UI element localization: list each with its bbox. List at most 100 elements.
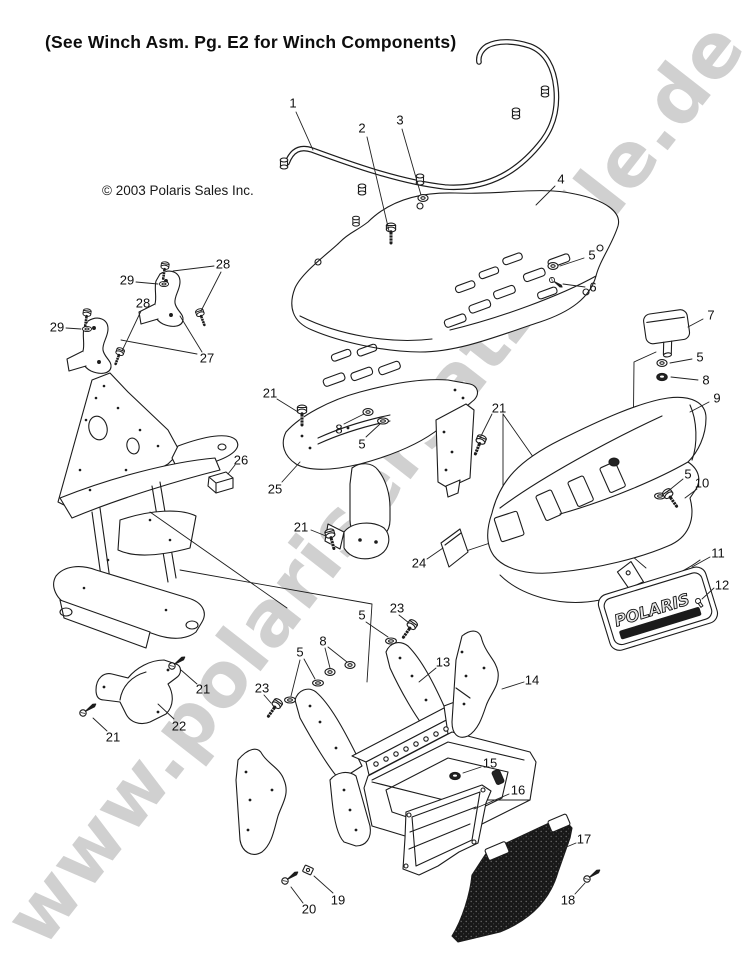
leader-line-8 bbox=[324, 647, 331, 669]
callout-22: 22 bbox=[171, 718, 187, 734]
leader-line-9 bbox=[689, 401, 710, 413]
leader-line-5 bbox=[666, 478, 684, 493]
leader-line-23 bbox=[398, 614, 410, 624]
leader-line-13 bbox=[418, 667, 437, 683]
leader-line-5 bbox=[303, 658, 316, 680]
polaris-front-panel: POLARIS bbox=[597, 560, 719, 651]
leader-line-26 bbox=[227, 464, 236, 475]
leader-line-5 bbox=[559, 257, 585, 267]
side-panel-right bbox=[451, 630, 499, 738]
leader-line-20 bbox=[290, 886, 304, 904]
leader-line-5 bbox=[669, 358, 693, 364]
callout-12: 12 bbox=[714, 577, 730, 593]
callout-5: 5 bbox=[296, 644, 304, 660]
callout-17: 17 bbox=[576, 831, 592, 847]
callout-23: 23 bbox=[389, 600, 405, 616]
callout-10: 10 bbox=[694, 475, 710, 491]
leader-line-8 bbox=[343, 413, 365, 425]
page-title: (See Winch Asm. Pg. E2 for Winch Compone… bbox=[45, 32, 457, 52]
callout-9: 9 bbox=[713, 390, 721, 406]
callout-11: 11 bbox=[711, 545, 725, 561]
leader-line-28 bbox=[121, 310, 142, 352]
leader-line-25 bbox=[281, 461, 301, 483]
callout-5: 5 bbox=[684, 466, 692, 482]
callout-21: 21 bbox=[195, 681, 211, 697]
leader-line-10 bbox=[684, 488, 698, 499]
callout-21: 21 bbox=[491, 400, 507, 416]
callout-20: 20 bbox=[301, 901, 317, 917]
leader-line-5 bbox=[365, 621, 389, 638]
leader-line-8 bbox=[327, 646, 348, 663]
lower-bracket bbox=[95, 659, 182, 725]
leader-line-14 bbox=[501, 681, 525, 690]
leader-line-1 bbox=[295, 111, 314, 151]
grille-frame bbox=[402, 784, 492, 876]
model-badge bbox=[619, 607, 702, 640]
callout-28: 28 bbox=[215, 256, 231, 272]
callout-5: 5 bbox=[588, 247, 596, 263]
callout-14: 14 bbox=[524, 672, 540, 688]
callout-2: 2 bbox=[358, 120, 366, 136]
leader-line-16 bbox=[473, 793, 510, 810]
callout-4: 4 bbox=[557, 171, 565, 187]
leader-line-2 bbox=[366, 136, 390, 232]
leader-line-15 bbox=[462, 766, 482, 774]
callout-24: 24 bbox=[411, 555, 427, 571]
callout-16: 16 bbox=[510, 782, 526, 798]
callout-5: 5 bbox=[358, 607, 366, 623]
callout-23: 23 bbox=[254, 680, 270, 696]
spacer-block bbox=[207, 471, 234, 494]
pod-7 bbox=[643, 309, 691, 358]
leader-line-11 bbox=[691, 556, 711, 568]
leader-line-18 bbox=[574, 882, 586, 895]
rack-extender-tube bbox=[279, 39, 560, 196]
side-panel-left bbox=[235, 748, 287, 855]
leader-lines bbox=[65, 111, 715, 904]
callout-29: 29 bbox=[49, 319, 65, 335]
leader-line-4 bbox=[535, 185, 556, 206]
leader-line-5 bbox=[290, 659, 301, 697]
callout-13: 13 bbox=[435, 654, 451, 670]
frame-weldment bbox=[53, 372, 239, 649]
leader-line-29 bbox=[65, 327, 82, 330]
callout-15: 15 bbox=[482, 755, 498, 771]
callout-5: 5 bbox=[696, 349, 704, 365]
mesh-screen bbox=[451, 813, 573, 943]
callout-21: 21 bbox=[293, 519, 309, 535]
leader-line-27 bbox=[179, 315, 203, 353]
plate-24 bbox=[440, 528, 469, 568]
leader-line-7 bbox=[687, 318, 704, 328]
leader-line-28 bbox=[200, 271, 222, 312]
leader-line-21 bbox=[92, 717, 108, 732]
leader-line-29 bbox=[135, 281, 159, 285]
callout-8: 8 bbox=[319, 633, 327, 649]
leader-line-3 bbox=[401, 128, 422, 196]
leader-line-28 bbox=[172, 265, 215, 272]
callout-6: 6 bbox=[589, 279, 597, 295]
callout-21: 21 bbox=[262, 385, 278, 401]
callout-29: 29 bbox=[119, 272, 135, 288]
callout-1: 1 bbox=[289, 95, 297, 111]
leader-line-27 bbox=[120, 339, 198, 355]
callout-25: 25 bbox=[267, 481, 283, 497]
leader-line-19 bbox=[313, 875, 334, 894]
callout-28: 28 bbox=[135, 295, 151, 311]
leader-line-12 bbox=[701, 587, 715, 600]
callout-21: 21 bbox=[105, 729, 121, 745]
callout-3: 3 bbox=[396, 112, 404, 128]
mounting-bracket-left bbox=[66, 317, 112, 374]
callout-18: 18 bbox=[560, 892, 576, 908]
leader-line-21 bbox=[180, 669, 198, 685]
callout-8: 8 bbox=[335, 421, 343, 437]
callout-7: 7 bbox=[707, 307, 715, 323]
callout-27: 27 bbox=[199, 350, 215, 366]
leader-line-21 bbox=[310, 529, 327, 537]
leader-line-21 bbox=[276, 398, 299, 413]
leader-line-24 bbox=[426, 547, 444, 560]
leader-line-21 bbox=[479, 413, 493, 439]
leader-line-23 bbox=[263, 694, 272, 704]
leader-line-17 bbox=[551, 842, 577, 854]
